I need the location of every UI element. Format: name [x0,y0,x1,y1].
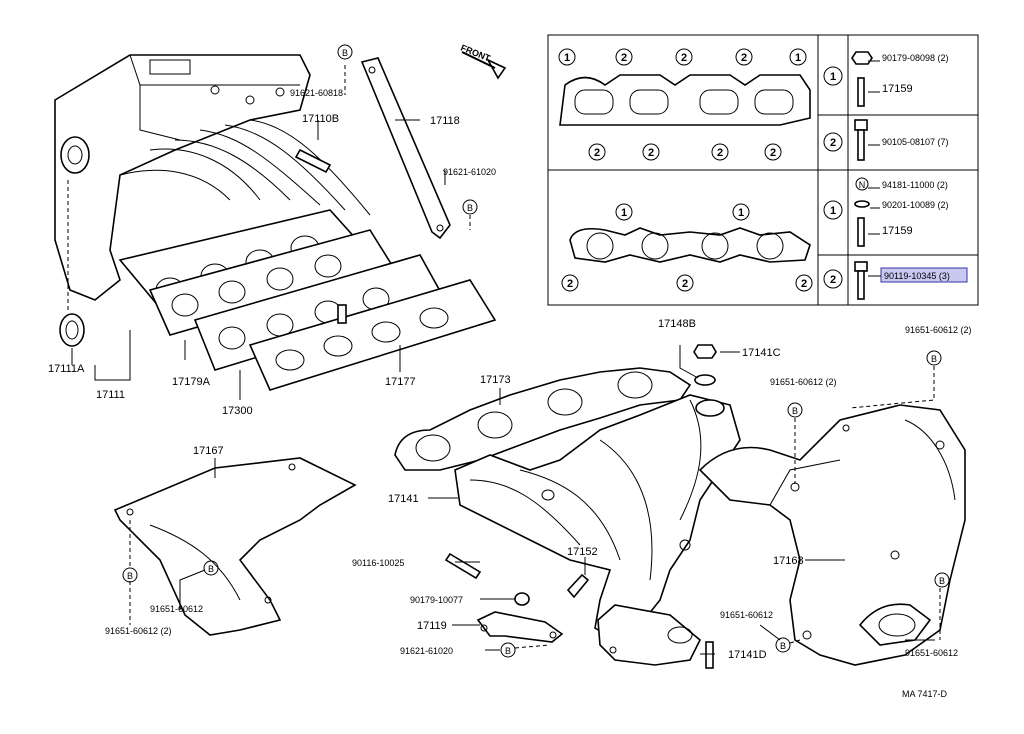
label-90116-10025: 90116-10025 [352,558,404,568]
label-17167: 17167 [193,445,224,457]
heat-insulator-17167 [113,457,357,636]
stud-bolt [337,304,347,324]
label-91651-60612-c: 91651-60612 [720,610,773,620]
label-17177: 17177 [385,376,416,388]
label-91651-60612-e: 91651-60612 [905,648,958,658]
svg-text:B: B [342,48,348,58]
svg-text:1: 1 [564,52,570,64]
legend-17159-a: 17159 [882,83,913,95]
svg-text:1: 1 [738,207,744,219]
svg-text:B: B [127,571,133,581]
label-91651-60612-2c: 91651-60612 (2) [105,626,172,636]
label-17141D: 17141D [728,649,767,661]
gasket-legend-table [547,34,979,306]
stud-90116-10025 [444,552,482,580]
marker-b-6: B [203,560,219,576]
svg-text:2: 2 [682,278,688,290]
intake-manifold [54,54,371,301]
legend-fasteners: N [851,51,873,300]
diagram-code: MA 7417-D [902,689,948,699]
svg-text:2: 2 [681,52,687,64]
legend-90119-10345[interactable]: 90119-10345 (3) [884,271,950,281]
marker-b-2: B [462,199,478,215]
label-17179A: 17179A [172,376,211,388]
label-17148B: 17148B [658,318,696,330]
label-17152: 17152 [567,546,598,558]
marker-b-9: B [934,572,950,588]
exhaust-gasket-17173 [394,367,692,471]
bracket-17119 [476,611,564,643]
label-17111: 17111 [96,389,125,401]
legend-17159-b: 17159 [882,225,913,237]
marker-b-1: B [337,44,353,60]
oxygen-sensor-plug-17141C [693,344,717,386]
marker-b-3: B [926,350,942,366]
bracket-17118 [360,57,451,240]
marker-b-5: B [122,567,138,583]
label-91621-61020-bot: 91621-61020 [400,646,453,656]
svg-text:2: 2 [741,52,747,64]
svg-text:B: B [792,406,798,416]
nut-90179-10077 [514,592,530,606]
svg-text:N: N [859,180,866,190]
svg-text:2: 2 [830,137,836,149]
label-90179-10077: 90179-10077 [410,595,463,605]
svg-text:1: 1 [795,52,801,64]
label-91621-61020-top: 91621-61020 [443,167,496,177]
svg-text:1: 1 [621,207,627,219]
svg-text:2: 2 [621,52,627,64]
label-17300: 17300 [222,405,253,417]
svg-text:1: 1 [830,71,836,83]
svg-text:2: 2 [594,147,600,159]
gasket-17177 [248,279,497,391]
marker-b-8: B [775,637,791,653]
label-17141: 17141 [388,493,419,505]
marker-b-7: B [500,642,516,658]
svg-text:2: 2 [801,278,807,290]
svg-text:2: 2 [830,274,836,286]
svg-text:B: B [208,564,214,574]
label-91651-60612-d: 91651-60612 [150,604,203,614]
highlight-90119-10345 [880,267,968,283]
svg-text:FRONT: FRONT [459,43,492,64]
label-91651-60612-2b: 91651-60612 (2) [770,377,837,387]
legend-row-numbers: 1 2 1 2 [823,66,843,289]
svg-text:2: 2 [717,147,723,159]
legend-94181-11000: 94181-11000 (2) [882,180,948,190]
svg-text:B: B [939,576,945,586]
exhaust-manifold-17141 [454,394,741,666]
svg-text:B: B [780,641,786,651]
svg-text:1: 1 [830,205,836,217]
stud-17141D [705,641,714,669]
svg-text:2: 2 [770,147,776,159]
stud-17110B [294,148,332,174]
label-17168: 17168 [773,555,804,567]
stud-17152 [566,573,590,599]
svg-text:B: B [931,354,937,364]
label-17111A: 17111A [48,363,85,375]
marker-b-4: B [787,402,803,418]
label-17141C: 17141C [742,347,781,359]
label-17173: 17173 [480,374,511,386]
svg-text:B: B [505,646,511,656]
label-17119: 17119 [417,620,447,632]
label-17118: 17118 [430,115,460,127]
label-91621-60818: 91621-60818 [290,88,343,98]
legend-gasket-markers: 1 2 2 2 1 2 2 2 2 1 1 2 2 2 [558,48,813,292]
legend-90105-08107: 90105-08107 (7) [882,137,949,147]
legend-90201-10089: 90201-10089 (2) [882,200,949,210]
label-17110B: 17110B [302,113,339,125]
svg-text:B: B [467,203,473,213]
svg-text:2: 2 [567,278,573,290]
label-91651-60612-2a: 91651-60612 (2) [905,325,972,335]
front-arrow: FRONT [459,43,507,80]
svg-text:2: 2 [648,147,654,159]
legend-90179-08098: 90179-08098 (2) [882,53,949,63]
heat-insulator-17168 [698,404,966,666]
seal-ring-17111A [59,313,85,347]
legend-fastener-labels: 90179-08098 (2) 17159 90105-08107 (7) 94… [868,53,950,281]
